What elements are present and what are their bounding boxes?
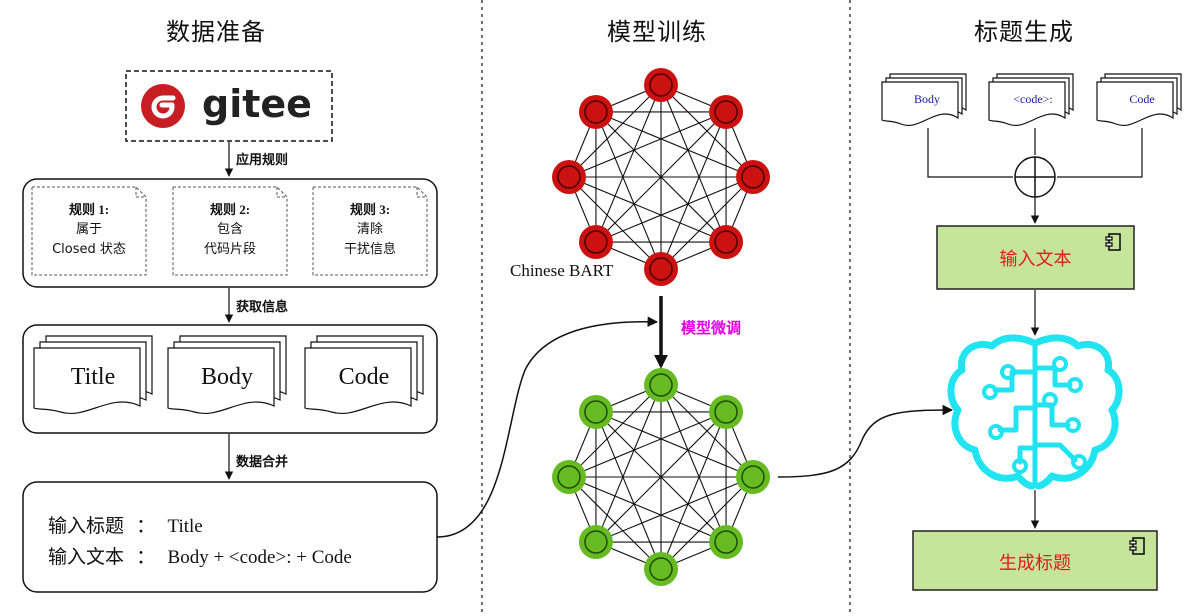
red-node-edge	[660, 84, 727, 243]
component-icon-2	[1129, 537, 1145, 555]
green-node-node	[552, 460, 586, 494]
green-node-node	[644, 552, 678, 586]
merge-line-body	[927, 128, 1013, 178]
gen-doc-stack-code	[1096, 73, 1182, 127]
green-node-edge	[660, 384, 727, 543]
green-node-edge	[568, 476, 662, 570]
concat-plus-icon	[1014, 156, 1056, 198]
rule-card-1	[31, 186, 147, 276]
component-icon	[1105, 233, 1121, 251]
green-node-node	[578, 394, 613, 429]
red-node-node	[644, 68, 678, 102]
doc-stack-code	[304, 335, 424, 414]
red-node-edge	[568, 176, 662, 270]
green-node-node	[709, 525, 744, 560]
doc-stack-body	[167, 335, 287, 414]
green-node-node	[578, 525, 613, 560]
red-node-node	[736, 160, 770, 194]
green-node-edge	[568, 476, 727, 543]
red-node-node	[552, 160, 586, 194]
green-node-edge	[595, 411, 662, 570]
network-red	[552, 68, 770, 286]
green-node-node	[644, 368, 678, 402]
ai-brain-icon	[947, 334, 1123, 490]
red-node-node	[644, 252, 678, 286]
gen-title-box	[912, 530, 1158, 591]
red-node-node	[709, 225, 744, 260]
green-node-edge	[660, 411, 727, 570]
green-node-node	[709, 394, 744, 429]
green-node-node	[736, 460, 770, 494]
red-node-node	[709, 94, 744, 129]
rule-card-2	[172, 186, 288, 276]
rule-card-3	[312, 186, 428, 276]
merge-line-code2	[1057, 128, 1143, 178]
red-node-edge	[595, 111, 754, 178]
arrow-model-to-brain	[777, 404, 954, 478]
green-node-edge	[568, 411, 727, 478]
gen-doc-stack-body	[881, 73, 967, 127]
network-green	[552, 368, 770, 586]
red-node-edge	[660, 111, 727, 270]
document-stacks	[33, 335, 424, 414]
red-node-edge	[595, 84, 662, 243]
green-node-edge	[595, 384, 662, 543]
doc-stack-title	[33, 335, 153, 414]
gen-doc-stack-code-tag	[988, 73, 1074, 127]
red-node-edge	[595, 111, 727, 243]
red-node-node	[578, 225, 613, 260]
green-node-edge	[595, 476, 754, 543]
green-node-edge	[595, 411, 727, 543]
arrow-inputs-to-model	[436, 316, 659, 538]
red-node-edge	[568, 111, 727, 178]
red-node-node	[578, 94, 613, 129]
red-node-edge	[595, 111, 662, 270]
gitee-logo-icon	[141, 84, 185, 128]
red-node-edge	[595, 176, 754, 243]
gen-document-stacks	[881, 73, 1182, 127]
green-node-edge	[595, 411, 754, 478]
inputs-box	[22, 481, 438, 593]
red-node-edge	[568, 176, 727, 243]
input-text-box	[936, 225, 1135, 290]
